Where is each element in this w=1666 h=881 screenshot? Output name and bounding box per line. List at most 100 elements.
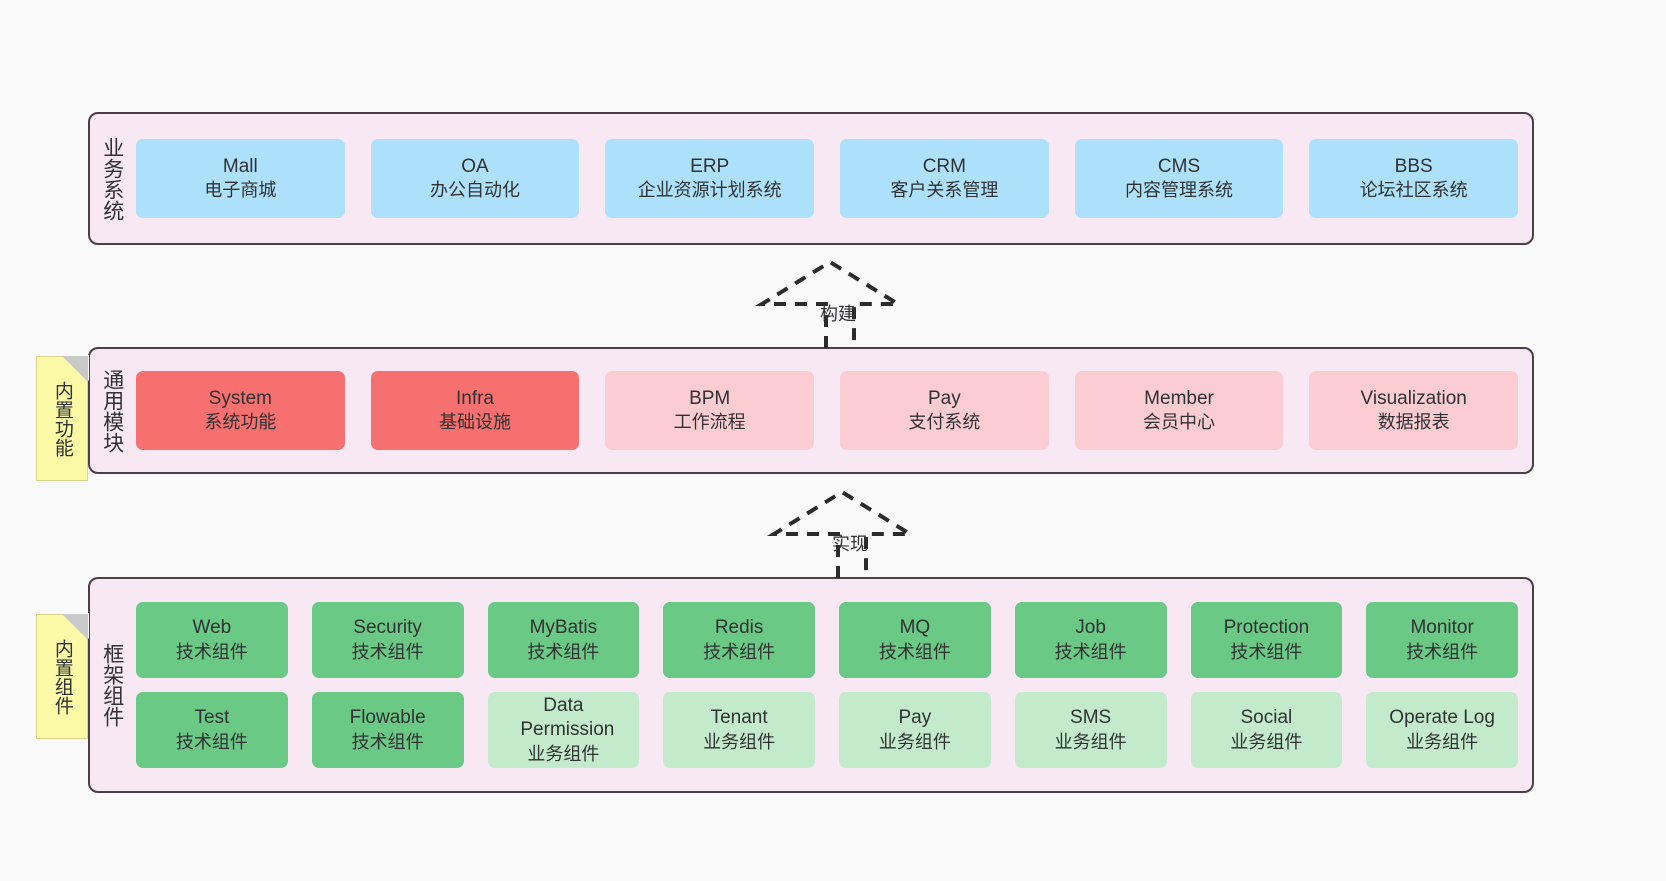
box-crm-en: CRM	[922, 155, 966, 177]
box-job-en: Job	[1075, 617, 1106, 639]
box-redis-cn: 技术组件	[703, 641, 776, 662]
box-pay-component-cn: 业务组件	[878, 731, 951, 752]
box-security[interactable]: Security 技术组件	[311, 602, 464, 678]
box-mq[interactable]: MQ 技术组件	[839, 602, 991, 678]
box-mall-cn: 电子商城	[204, 180, 277, 201]
box-monitor[interactable]: Monitor 技术组件	[1366, 602, 1518, 678]
box-system-en: System	[208, 387, 273, 409]
box-operate-log-cn: 业务组件	[1406, 731, 1479, 752]
box-monitor-cn: 技术组件	[1406, 641, 1479, 662]
connector-build-label: 构建	[820, 304, 856, 324]
box-pay-component[interactable]: Pay 业务组件	[839, 692, 991, 768]
layer-common-module: 通用模块 System 系统功能 Infra 基础设施 BPM 工作流程 Pay	[88, 347, 1534, 474]
box-flowable-cn: 技术组件	[351, 731, 424, 752]
layer-title-common-module: 通用模块	[100, 368, 124, 453]
box-pay-module[interactable]: Pay 支付系统	[840, 371, 1049, 450]
box-monitor-en: Monitor	[1410, 617, 1474, 639]
box-mall-en: Mall	[222, 155, 258, 177]
note-builtin-function: 内置功能	[36, 356, 88, 481]
layer-business-system: 业务系统 Mall 电子商城 OA 办公自动化 ERP 企业资源计划系统 CRM	[88, 112, 1534, 245]
box-mybatis-cn: 技术组件	[527, 641, 600, 662]
box-sms-en: SMS	[1070, 707, 1112, 729]
box-mybatis[interactable]: MyBatis 技术组件	[487, 602, 640, 678]
box-oa[interactable]: OA 办公自动化	[370, 139, 580, 218]
box-test-cn: 技术组件	[175, 731, 248, 752]
box-web-cn: 技术组件	[175, 641, 248, 662]
box-job-cn: 技术组件	[1054, 641, 1127, 662]
connector-build-arrow-icon	[754, 259, 906, 348]
row-tech-components: Web 技术组件 Security 技术组件 MyBatis 技术组件 Redi…	[136, 602, 1518, 678]
layer-title-business-system: 业务系统	[100, 136, 124, 221]
box-data-permission-cn: 业务组件	[527, 743, 600, 764]
box-mybatis-en: MyBatis	[529, 617, 598, 639]
box-operate-log[interactable]: Operate Log 业务组件	[1366, 692, 1518, 768]
box-social-en: Social	[1240, 707, 1293, 729]
box-web[interactable]: Web 技术组件	[136, 602, 288, 678]
box-job[interactable]: Job 技术组件	[1014, 602, 1167, 678]
box-security-cn: 技术组件	[351, 641, 424, 662]
box-tenant[interactable]: Tenant 业务组件	[663, 692, 815, 768]
box-redis[interactable]: Redis 技术组件	[663, 602, 815, 678]
note-builtin-component-text: 内置组件	[51, 638, 73, 715]
box-redis-en: Redis	[714, 617, 764, 639]
box-member[interactable]: Member 会员中心	[1074, 371, 1284, 450]
box-cms-cn: 内容管理系统	[1125, 180, 1234, 201]
box-test-en: Test	[194, 707, 230, 729]
connector-implement-arrow-icon	[766, 489, 918, 578]
box-flowable-en: Flowable	[349, 707, 426, 729]
box-infra-cn: 基础设施	[439, 412, 511, 433]
box-test[interactable]: Test 技术组件	[136, 692, 288, 768]
box-pay-component-en: Pay	[898, 707, 932, 729]
box-protection[interactable]: Protection 技术组件	[1190, 602, 1343, 678]
box-member-cn: 会员中心	[1143, 412, 1216, 433]
box-mq-en: MQ	[899, 617, 931, 639]
box-tenant-en: Tenant	[710, 707, 768, 729]
box-pay-module-en: Pay	[927, 387, 961, 409]
layer-body-framework-component: Web 技术组件 Security 技术组件 MyBatis 技术组件 Redi…	[134, 579, 1532, 791]
box-flowable[interactable]: Flowable 技术组件	[311, 692, 464, 768]
connector-build: 构建	[754, 259, 906, 348]
connector-implement-label: 实现	[832, 534, 868, 554]
box-protection-en: Protection	[1223, 617, 1310, 639]
row-business-systems: Mall 电子商城 OA 办公自动化 ERP 企业资源计划系统 CRM 客户关系…	[136, 139, 1519, 218]
box-bpm-en: BPM	[689, 387, 731, 409]
box-crm[interactable]: CRM 客户关系管理	[840, 139, 1049, 218]
box-erp-cn: 企业资源计划系统	[637, 180, 782, 201]
box-system[interactable]: System 系统功能	[136, 371, 345, 450]
box-sms-cn: 业务组件	[1054, 731, 1127, 752]
box-tenant-cn: 业务组件	[703, 731, 776, 752]
box-infra-en: Infra	[455, 387, 495, 409]
box-bbs-cn: 论坛社区系统	[1359, 180, 1468, 201]
box-sms[interactable]: SMS 业务组件	[1014, 692, 1167, 768]
box-cms-en: CMS	[1157, 155, 1201, 177]
note-builtin-function-text: 内置功能	[51, 380, 73, 457]
box-infra[interactable]: Infra 基础设施	[370, 371, 580, 450]
box-bbs[interactable]: BBS 论坛社区系统	[1309, 139, 1519, 218]
box-pay-module-cn: 支付系统	[908, 412, 981, 433]
box-crm-cn: 客户关系管理	[890, 180, 999, 201]
box-visualization-cn: 数据报表	[1377, 412, 1450, 433]
box-data-permission[interactable]: Data Permission 业务组件	[487, 692, 640, 768]
box-social-cn: 业务组件	[1230, 731, 1303, 752]
layer-body-common-module: System 系统功能 Infra 基础设施 BPM 工作流程 Pay 支付系统…	[134, 349, 1532, 472]
box-erp[interactable]: ERP 企业资源计划系统	[605, 139, 815, 218]
row-common-modules: System 系统功能 Infra 基础设施 BPM 工作流程 Pay 支付系统…	[136, 371, 1519, 450]
box-visualization[interactable]: Visualization 数据报表	[1309, 371, 1519, 450]
box-bpm[interactable]: BPM 工作流程	[605, 371, 815, 450]
box-erp-en: ERP	[690, 155, 730, 177]
box-security-en: Security	[353, 617, 422, 639]
connector-implement: 实现	[766, 489, 918, 578]
box-bpm-cn: 工作流程	[673, 412, 746, 433]
box-data-permission-en: Data Permission	[520, 695, 615, 741]
box-operate-log-en: Operate Log	[1389, 707, 1495, 729]
box-system-cn: 系统功能	[204, 412, 277, 433]
note-builtin-component: 内置组件	[36, 614, 88, 739]
box-oa-cn: 办公自动化	[430, 180, 520, 201]
box-cms[interactable]: CMS 内容管理系统	[1074, 139, 1284, 218]
layer-framework-component: 框架组件 Web 技术组件 Security 技术组件 MyBatis 技术组件…	[88, 577, 1534, 793]
box-social[interactable]: Social 业务组件	[1190, 692, 1343, 768]
layer-body-business-system: Mall 电子商城 OA 办公自动化 ERP 企业资源计划系统 CRM 客户关系…	[134, 114, 1532, 243]
box-mall[interactable]: Mall 电子商城	[136, 139, 345, 218]
box-mq-cn: 技术组件	[878, 641, 951, 662]
